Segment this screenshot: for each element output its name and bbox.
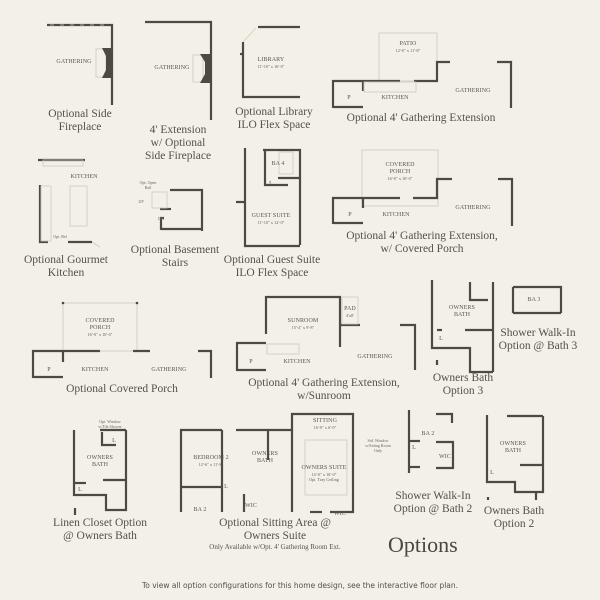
room-label-wic: WIC — [334, 511, 346, 517]
note-open-rail: Opt. Open Rail — [139, 180, 157, 190]
note-std-window: Std. Window w/Sitting Room Only — [365, 438, 391, 453]
caption-gathering-extension-sunroom[interactable]: Optional 4' Gathering Extension,w/Sunroo… — [248, 377, 400, 402]
plan-gourmet-kitchen[interactable] — [38, 158, 101, 248]
room-label-wic: WIC — [439, 454, 451, 460]
room-label-pantry: P — [249, 359, 253, 365]
room-label-wic: WIC — [245, 503, 257, 509]
caption-sitting-area-note: Only Available w/Opt. 4' Gathering Room … — [209, 543, 341, 551]
caption-covered-porch[interactable]: Optional Covered Porch — [66, 383, 178, 395]
room-label-linen: L — [490, 470, 494, 476]
room-label-ba2: BA 2 — [421, 431, 435, 437]
room-label-kitchen: KITCHEN — [283, 359, 311, 365]
plan-linen-closet[interactable] — [72, 428, 128, 515]
note-dn: DN — [158, 216, 164, 221]
plan-sitting-area[interactable] — [179, 412, 355, 514]
room-label-pantry: P — [348, 212, 352, 218]
room-label-linen: L — [269, 181, 273, 187]
caption-sitting-area[interactable]: Optional Sitting Area @Owners Suite — [219, 517, 331, 542]
caption-gathering-extension-covered-porch[interactable]: Optional 4' Gathering Extension,w/ Cover… — [346, 230, 498, 255]
room-label-linen: L — [224, 484, 228, 490]
room-label-ba4: BA 4 — [271, 161, 285, 167]
plan-shower-walkin-bath-2[interactable] — [407, 410, 455, 473]
plan-guest-suite[interactable] — [236, 148, 302, 248]
room-label-pantry: P — [47, 367, 51, 373]
room-label-kitchen: KITCHEN — [81, 367, 109, 373]
room-label-gathering: GATHERING — [151, 367, 187, 373]
room-label-linen: L — [439, 336, 443, 342]
plan-gathering-extension-sunroom[interactable] — [235, 295, 417, 372]
room-label-kitchen: KITCHEN — [382, 212, 410, 218]
room-label-linen: L — [112, 438, 116, 444]
plan-shower-walkin-bath-3[interactable] — [511, 285, 563, 315]
footer-link-text[interactable]: To view all option configurations for th… — [141, 581, 459, 590]
note-opt-bel: Opt. Bel — [53, 234, 67, 239]
room-label-linen: L — [78, 487, 82, 493]
room-label-gathering: GATHERING — [455, 88, 491, 94]
room-label-kitchen: KITCHEN — [381, 95, 409, 101]
note-up: UP — [138, 199, 144, 204]
room-label-gathering: GATHERING — [455, 205, 491, 211]
room-label-gathering: GATHERING — [154, 65, 190, 71]
plan-owners-bath-3[interactable] — [430, 280, 495, 374]
plan-library[interactable] — [240, 25, 300, 99]
caption-linen-closet[interactable]: Linen Closet Option@ Owners Bath — [53, 517, 147, 542]
room-label-ba3: BA 3 — [527, 297, 541, 303]
room-label-gathering: GATHERING — [357, 354, 393, 360]
room-label-ba2: BA 2 — [193, 507, 207, 513]
plan-extension-side-fireplace[interactable] — [145, 20, 213, 120]
plan-covered-porch[interactable] — [31, 301, 213, 379]
room-label-kitchen: KITCHEN — [70, 174, 98, 180]
page-title: Options — [388, 532, 458, 557]
plan-side-fireplace[interactable] — [47, 23, 114, 105]
caption-gathering-extension[interactable]: Optional 4' Gathering Extension — [346, 112, 496, 124]
plan-gathering-extension[interactable] — [331, 32, 513, 109]
room-label-gathering: GATHERING — [56, 59, 92, 65]
room-label-linen: L — [412, 445, 416, 451]
plan-basement-stairs[interactable] — [151, 188, 204, 231]
plan-gathering-extension-covered-porch[interactable] — [331, 149, 514, 226]
room-label-pantry: P — [347, 95, 351, 101]
note-opt-window: Opt. Window w/Tile Shower — [98, 419, 122, 429]
plan-owners-bath-2[interactable] — [485, 414, 545, 500]
